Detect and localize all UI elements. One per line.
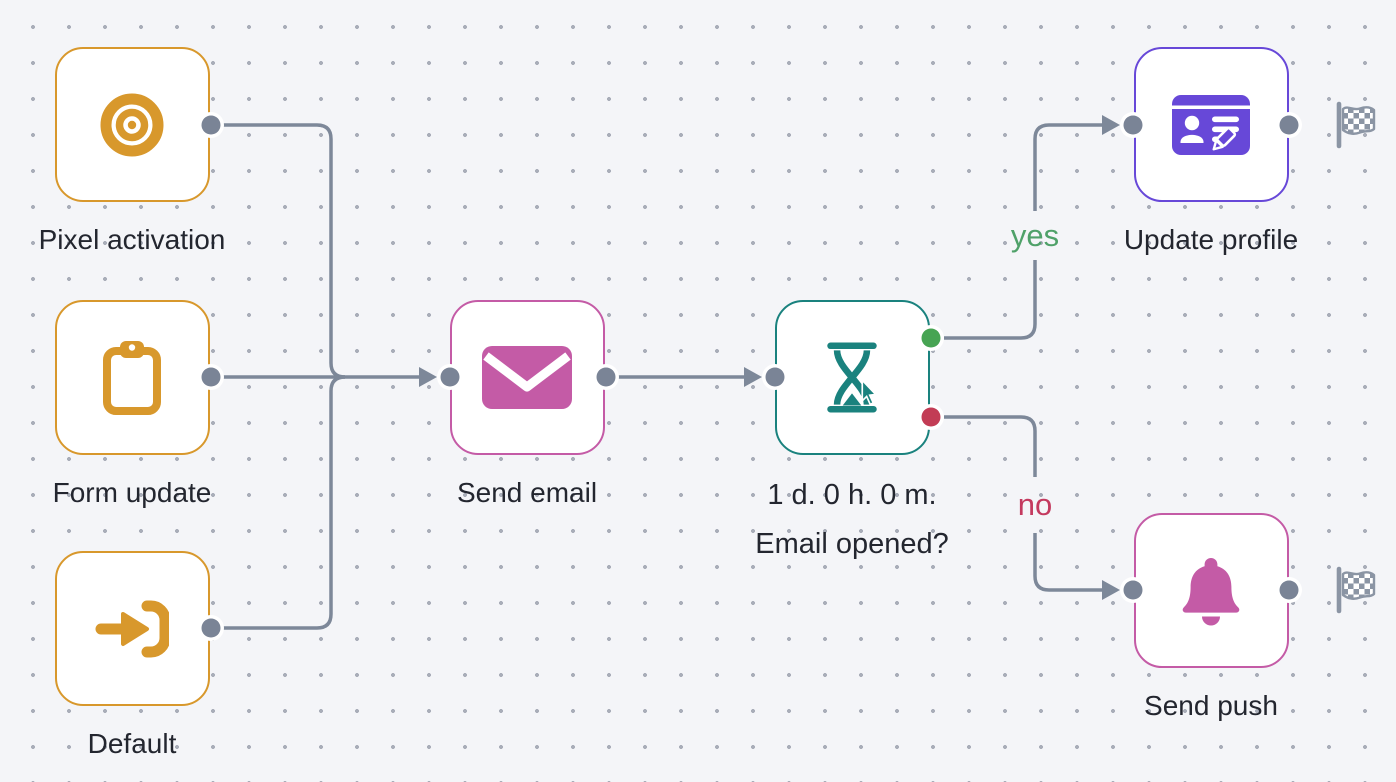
node-box[interactable] [774, 300, 930, 455]
node-label: Pixel activation [38, 224, 226, 255]
sign-in-icon [95, 600, 169, 657]
node-wait-email-opened[interactable]: 1 d. 0 h. 0 m. Email opened? [697, 300, 1007, 569]
node-pixel-activation[interactable]: Pixel activation [0, 47, 287, 258]
node-default[interactable]: Default [0, 551, 287, 762]
node-label: Default [87, 728, 177, 759]
node-label: Update profile [1123, 224, 1299, 255]
node-box[interactable] [54, 300, 210, 455]
wait-duration-label: 1 d. 0 h. 0 m. [767, 479, 937, 511]
node-box[interactable] [54, 47, 210, 202]
pencil-icon [1212, 126, 1237, 150]
hourglass-icon [827, 342, 878, 413]
target-icon [100, 93, 164, 156]
bell-icon [1182, 557, 1240, 625]
node-send-push[interactable]: Send push [1056, 513, 1366, 724]
node-label: 1 d. 0 h. 0 m. Email opened? [697, 471, 1007, 569]
edge-label-yes: yes [1010, 218, 1060, 253]
node-box[interactable] [449, 300, 605, 455]
node-form-update[interactable]: Form update [0, 300, 287, 511]
clipboard-icon [103, 340, 161, 415]
node-label: Send email [456, 477, 598, 508]
node-label: Send push [1144, 690, 1278, 721]
node-box[interactable] [1133, 513, 1289, 668]
node-box[interactable] [1133, 47, 1289, 202]
node-label: Form update [52, 477, 212, 508]
envelope-icon [482, 346, 572, 409]
node-update-profile[interactable]: Update profile [1056, 47, 1366, 258]
edge-label-no: no [1017, 487, 1053, 522]
node-box[interactable] [54, 551, 210, 706]
condition-label: Email opened? [755, 528, 949, 560]
contact-card-icon [1172, 94, 1250, 155]
cursor-icon [861, 378, 878, 406]
node-send-email[interactable]: Send email [372, 300, 682, 511]
